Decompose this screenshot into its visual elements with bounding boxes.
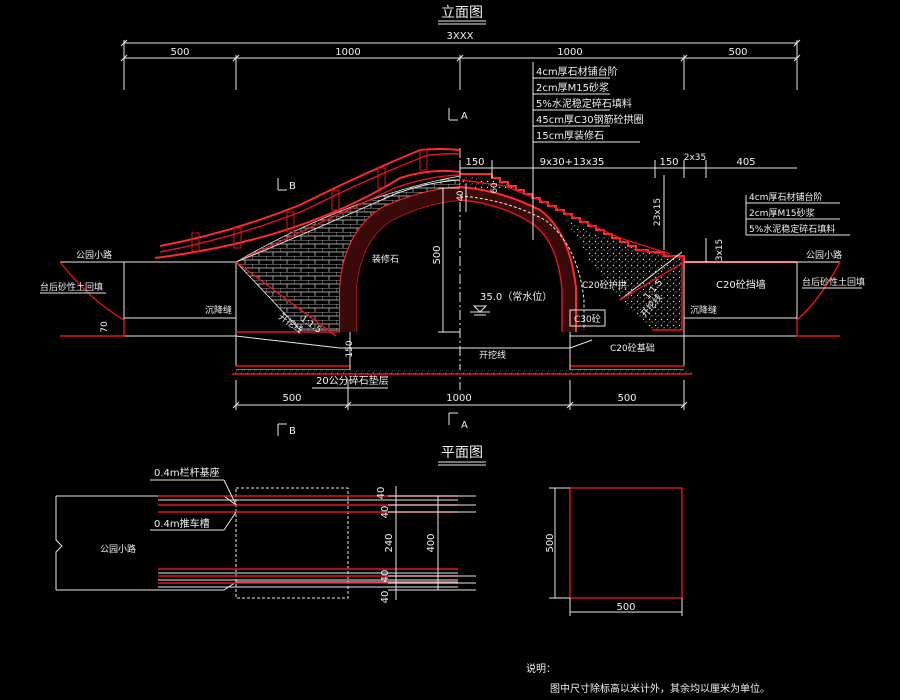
plan-view: 0.4m栏杆基座 0.4m推车槽 公园小路 40 40 240 40 40 40… xyxy=(55,466,476,604)
layer-note-2: 2cm厚M15砂浆 xyxy=(536,81,609,94)
svg-text:开挖线: 开挖线 xyxy=(479,349,506,361)
dim-top-1: 500 xyxy=(170,47,189,58)
plan-curb: 0.4m推车槽 xyxy=(154,517,210,530)
plan-park-path: 公园小路 xyxy=(100,543,136,555)
svg-text:150: 150 xyxy=(465,157,484,168)
svg-text:台后砂性土回填: 台后砂性土回填 xyxy=(802,276,865,288)
svg-text:2x35: 2x35 xyxy=(684,153,707,163)
svg-text:1000: 1000 xyxy=(446,393,471,404)
dim-top-2: 1000 xyxy=(335,47,360,58)
plan-square: 500 500 xyxy=(545,487,683,616)
svg-text:500: 500 xyxy=(282,393,301,404)
bottom-dimension-chain: 500 1000 500 xyxy=(232,380,688,410)
bridge-left-half xyxy=(154,148,461,332)
section-marks: A A B B xyxy=(277,108,468,437)
svg-text:公园小路: 公园小路 xyxy=(806,249,842,261)
ground-and-abutments xyxy=(59,261,841,375)
svg-text:60: 60 xyxy=(490,183,500,194)
svg-text:500: 500 xyxy=(545,533,556,552)
svg-text:C20砼护拱: C20砼护拱 xyxy=(582,279,627,291)
svg-text:3x15: 3x15 xyxy=(715,239,725,262)
svg-text:2cm厚M15砂浆: 2cm厚M15砂浆 xyxy=(749,207,815,219)
plan-title: 平面图 xyxy=(441,445,483,461)
svg-text:40: 40 xyxy=(380,570,391,583)
svg-text:70: 70 xyxy=(100,321,110,333)
layer-note-1: 4cm厚石材铺台阶 xyxy=(536,65,618,78)
svg-text:图中尺寸除标高以米计外，其余均以厘米为单位。: 图中尺寸除标高以米计外，其余均以厘米为单位。 xyxy=(550,682,770,695)
svg-text:400: 400 xyxy=(426,533,437,552)
dim-top-3: 1000 xyxy=(557,47,582,58)
svg-text:沉降缝: 沉降缝 xyxy=(690,304,717,316)
svg-text:C20砼基础: C20砼基础 xyxy=(610,342,655,354)
svg-text:装修石: 装修石 xyxy=(372,253,399,265)
plan-railing-base: 0.4m栏杆基座 xyxy=(154,466,220,479)
svg-text:500: 500 xyxy=(616,602,635,613)
svg-text:A: A xyxy=(461,420,468,431)
svg-text:500: 500 xyxy=(617,393,636,404)
svg-text:150: 150 xyxy=(345,340,355,357)
svg-text:23x15: 23x15 xyxy=(653,198,663,226)
elevation-title: 立面图 xyxy=(441,5,483,21)
svg-text:405: 405 xyxy=(736,157,755,168)
layer-note-4: 45cm厚C30钢筋砼拱圈 xyxy=(536,113,644,126)
bridge-right-half xyxy=(459,173,797,332)
svg-text:40: 40 xyxy=(380,591,391,604)
layer-note-3: 5%水泥稳定碎石填料 xyxy=(536,97,632,110)
svg-text:20公分碎石垫层: 20公分碎石垫层 xyxy=(316,374,389,387)
svg-text:沉降缝: 沉降缝 xyxy=(205,304,232,316)
drawing-notes: 说明： 图中尺寸除标高以米计外，其余均以厘米为单位。 xyxy=(526,662,770,695)
svg-text:C20砼挡墙: C20砼挡墙 xyxy=(716,278,766,291)
elevation-labels: 公园小路 公园小路 台后砂性土回填 台后砂性土回填 沉降缝 沉降缝 开挖线 开挖… xyxy=(40,249,865,389)
rise-dimension: 500 40 60 xyxy=(432,183,500,333)
svg-text:B: B xyxy=(289,426,296,437)
dim-total: 3XXX xyxy=(447,31,474,42)
step-dimensions: 150 9x30+13x35 150 2x35 405 23x15 3x15 xyxy=(459,153,797,262)
svg-text:说明：: 说明： xyxy=(526,662,556,675)
svg-text:A: A xyxy=(461,111,468,122)
svg-text:B: B xyxy=(289,181,296,192)
dim-top-4: 500 xyxy=(728,47,747,58)
svg-text:台后砂性土回填: 台后砂性土回填 xyxy=(40,281,103,293)
svg-text:40: 40 xyxy=(456,191,466,202)
svg-text:240: 240 xyxy=(384,533,395,552)
svg-text:40: 40 xyxy=(376,487,387,500)
layer-notes-main: 4cm厚石材铺台阶 2cm厚M15砂浆 5%水泥稳定碎石填料 45cm厚C30钢… xyxy=(532,62,644,240)
layer-notes-right: 4cm厚石材铺台阶 2cm厚M15砂浆 5%水泥稳定碎石填料 xyxy=(745,191,850,236)
svg-text:公园小路: 公园小路 xyxy=(76,249,112,261)
top-dimension-chain: 3XXX 500 1000 1000 500 xyxy=(120,31,801,90)
svg-text:150: 150 xyxy=(659,157,678,168)
layer-note-5: 15cm厚装修石 xyxy=(536,129,604,142)
svg-text:C30砼: C30砼 xyxy=(574,313,601,325)
svg-text:500: 500 xyxy=(432,245,443,264)
svg-text:40: 40 xyxy=(380,506,391,519)
svg-text:4cm厚石材铺台阶: 4cm厚石材铺台阶 xyxy=(749,191,822,203)
svg-text:35.0（常水位）: 35.0（常水位） xyxy=(480,290,552,303)
svg-text:5%水泥稳定碎石填料: 5%水泥稳定碎石填料 xyxy=(749,223,835,235)
svg-text:9x30+13x35: 9x30+13x35 xyxy=(540,157,605,168)
